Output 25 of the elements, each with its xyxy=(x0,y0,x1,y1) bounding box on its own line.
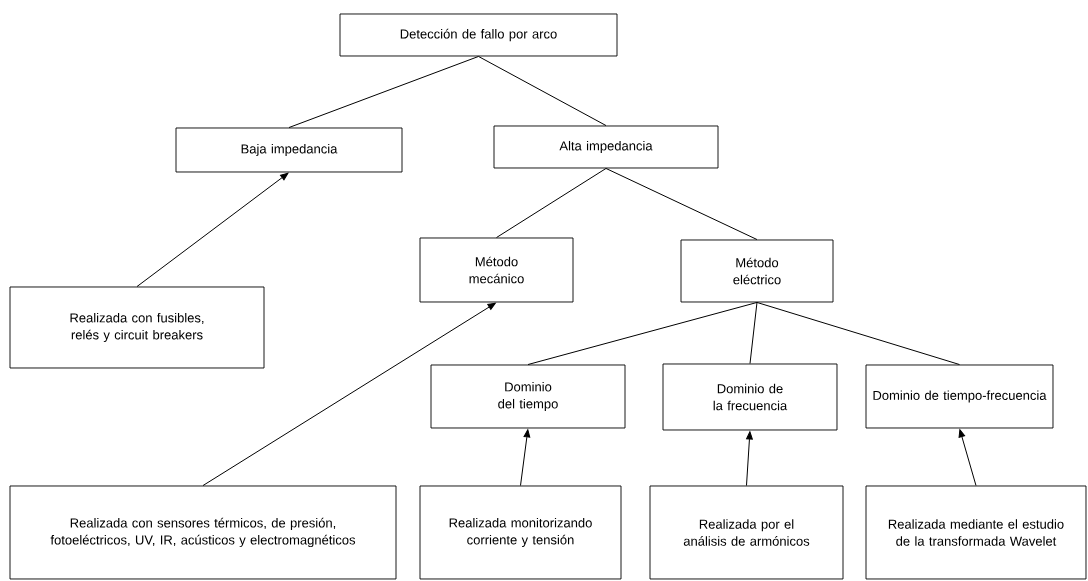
arrow xyxy=(958,429,977,487)
arrow xyxy=(136,172,289,288)
box: Detección de fallo por arco xyxy=(339,13,618,57)
arrow xyxy=(520,429,531,487)
box: Realizada mediante el estudio de la transformada Wavelet xyxy=(865,485,1087,580)
connector-line xyxy=(478,55,607,127)
box: Dominio del tiempo xyxy=(430,364,626,429)
arrow xyxy=(202,302,496,487)
box: Realizada con fusibles, relés y circuit breakers xyxy=(9,286,265,369)
box: Alta impedancia xyxy=(493,125,719,169)
box: Baja impedancia xyxy=(175,127,403,173)
connector-line xyxy=(749,301,758,365)
box: Realizada con sensores térmicos, de presión, fotoeléctricos, UV, IR, acústicos y electromagnéticos xyxy=(9,485,397,580)
box: Realizada monitorizando corriente y tensión xyxy=(419,485,622,580)
connector-line xyxy=(527,301,758,366)
box: Dominio de tiempo-frecuencia xyxy=(865,364,1054,429)
box: Método mecánico xyxy=(419,237,574,303)
arrow xyxy=(746,431,753,487)
connector-line xyxy=(288,55,479,129)
box: Método eléctrico xyxy=(680,239,834,303)
connector-line xyxy=(496,167,607,239)
box: Dominio de la frecuencia xyxy=(662,363,838,431)
connector-line xyxy=(605,167,758,241)
connector-line xyxy=(756,301,960,366)
box: Realizada por el análisis de armónicos xyxy=(649,485,844,580)
